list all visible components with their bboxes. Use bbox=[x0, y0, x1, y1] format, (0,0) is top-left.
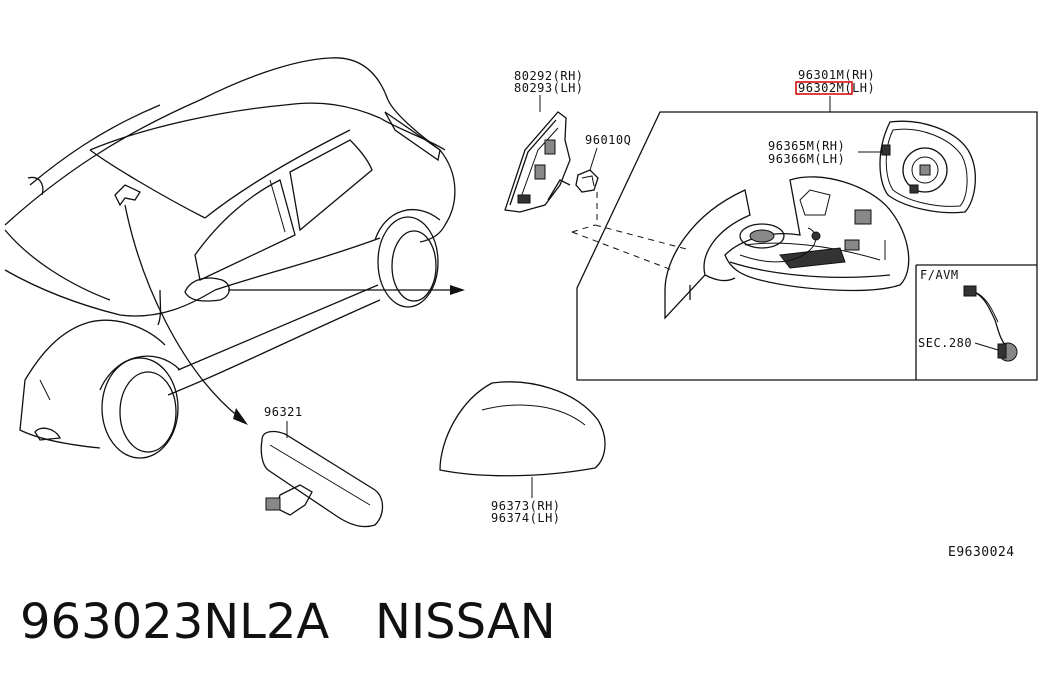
inner-mirror-part bbox=[260, 421, 384, 528]
location-arrows bbox=[124, 204, 465, 425]
camera-harness-part bbox=[963, 285, 1018, 362]
car-outline-illustration bbox=[4, 57, 456, 459]
label-bracket-rh: 80292(RH) bbox=[514, 69, 584, 83]
label-cover-rh: 96373(RH) bbox=[491, 499, 561, 513]
figure-code: E9630024 bbox=[948, 545, 1015, 560]
clip-part bbox=[575, 147, 599, 193]
mirror-housing-part bbox=[664, 176, 910, 320]
part-caption: 963023NL2A NISSAN bbox=[20, 598, 556, 646]
highlight-box bbox=[795, 81, 853, 95]
arrow-head-right-icon bbox=[450, 285, 465, 295]
label-variant: F/AVM bbox=[920, 268, 959, 282]
label-glass-lh: 96366M(LH) bbox=[768, 152, 845, 166]
label-mirror-assy-rh: 96301M(RH) bbox=[798, 68, 875, 82]
label-inner-mirror: 96321 bbox=[264, 405, 303, 419]
mirror-assembly-box bbox=[576, 96, 1038, 381]
label-mirror-assy-lh: 96302M(LH) bbox=[798, 81, 875, 95]
label-cover-lh: 96374(LH) bbox=[491, 511, 561, 525]
label-section-ref: SEC.280 bbox=[918, 336, 972, 350]
caption-part-number: 963023NL2A bbox=[20, 594, 330, 650]
label-clip: 96010Q bbox=[585, 133, 631, 147]
arrow-head-down-icon bbox=[233, 408, 248, 425]
label-glass-rh: 96365M(RH) bbox=[768, 139, 845, 153]
caption-brand: NISSAN bbox=[375, 594, 556, 650]
mirror-glass-part bbox=[858, 120, 976, 214]
mirror-cover-part bbox=[439, 381, 606, 498]
mirror-bracket-part bbox=[504, 95, 571, 213]
label-bracket-lh: 80293(LH) bbox=[514, 81, 584, 95]
assembly-dashed-lines bbox=[571, 192, 691, 271]
